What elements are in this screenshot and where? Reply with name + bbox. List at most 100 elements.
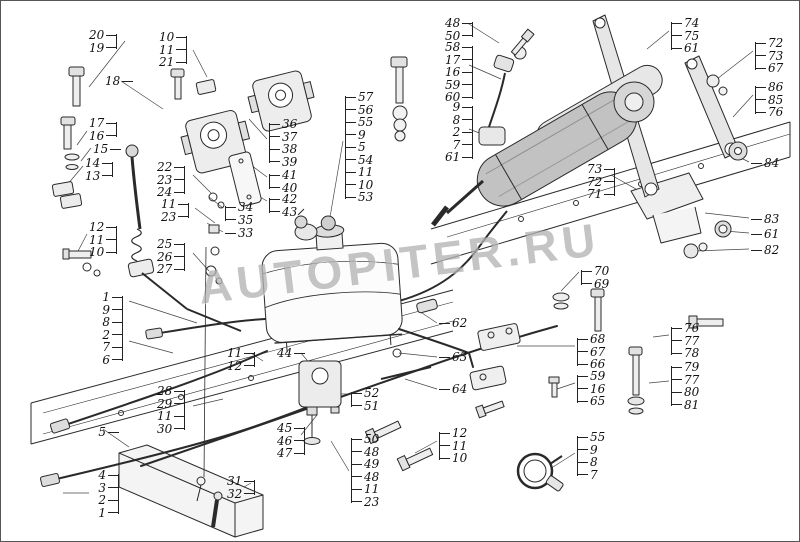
callout-row: 76: [755, 106, 783, 119]
callout-number: 56: [358, 102, 374, 117]
callout-tick: [294, 440, 306, 442]
callout-row: 3: [91, 481, 119, 495]
callout-tick: [439, 388, 450, 390]
callout-number: 28: [157, 384, 173, 398]
callout-tick: [577, 363, 588, 365]
callout-tick: [174, 243, 186, 245]
callout-tick: [755, 86, 766, 88]
callout-tick: [462, 96, 474, 98]
callout-row: 23: [161, 209, 190, 224]
callout-row: 10: [345, 178, 373, 192]
callout-row: 42: [269, 193, 297, 206]
callout-row: 10: [89, 246, 118, 259]
callout-row: 28: [157, 384, 186, 398]
callout-tick: [102, 162, 114, 164]
callout-row: 61: [671, 42, 699, 55]
callout-row: 12: [227, 359, 256, 373]
callout-tick: [351, 451, 362, 453]
callout-number: 9: [452, 100, 461, 114]
callout-tick: [462, 119, 474, 121]
bolts: [51, 56, 732, 528]
callout-row: 67: [577, 345, 605, 359]
callout-number: 20: [89, 28, 105, 42]
callout-number: 9: [358, 127, 366, 142]
callout-tick: [106, 226, 118, 228]
callout-tick: [462, 35, 474, 37]
callout-tick: [174, 256, 186, 258]
callout-number: 16: [590, 381, 606, 396]
callout-row: 76: [671, 322, 699, 335]
callout-row: 5: [345, 141, 373, 154]
callout-row: 7: [577, 468, 605, 482]
callout-tick: [751, 249, 762, 251]
callout-number: 14: [85, 156, 101, 170]
callout-tick: [112, 321, 123, 323]
callout-tick: [269, 161, 280, 163]
callout-tick: [345, 134, 356, 136]
callout-row: 9: [345, 127, 373, 142]
callout-number: 64: [452, 382, 468, 396]
callout-number: 61: [445, 150, 461, 164]
callout-row: 16: [89, 129, 118, 143]
callout-tick: [108, 512, 119, 514]
callout-number: 34: [238, 200, 254, 214]
callout-row: 8: [577, 456, 605, 469]
callout-number: 45: [277, 421, 293, 435]
callout-tick: [351, 488, 362, 490]
callout-number: 74: [684, 16, 700, 30]
callout-tick: [671, 366, 682, 368]
callout-number: 52: [364, 386, 380, 400]
callout-tick: [106, 239, 118, 241]
callout-tick: [294, 352, 306, 354]
callout-row: 72: [755, 37, 783, 50]
callout-number: 8: [102, 315, 110, 329]
callout-tick: [351, 438, 362, 440]
callout-tick: [581, 283, 592, 285]
callout-row: 80: [671, 386, 699, 399]
callout-row: 23: [351, 495, 379, 509]
callout-tick: [174, 403, 186, 405]
callout-number: 43: [282, 204, 298, 219]
callout-tick: [174, 179, 186, 181]
callout-row: 34: [225, 201, 253, 214]
callout-tick: [439, 356, 450, 358]
callout-number: 24: [157, 185, 173, 199]
callout-number: 17: [89, 116, 105, 130]
callout-tick: [122, 80, 134, 82]
callout-number: 50: [364, 432, 380, 446]
callout-tick: [755, 99, 766, 101]
callout-number: 23: [157, 172, 173, 187]
callout-row: 11: [157, 410, 186, 423]
callout-group: 15: [93, 143, 122, 156]
callout-number: 23: [161, 209, 177, 224]
callout-tick: [244, 493, 256, 495]
callout-row: 14: [85, 156, 114, 170]
callout-row: 43: [269, 204, 298, 219]
callout-tick: [225, 206, 236, 208]
callout-number: 55: [590, 430, 606, 444]
callout-row: 5: [91, 426, 119, 439]
callout-number: 50: [445, 28, 461, 43]
callout-number: 44: [277, 346, 293, 360]
callout-tick: [244, 480, 256, 482]
callout-number: 46: [277, 433, 293, 448]
callout-tick: [462, 22, 474, 24]
callout-row: 52: [351, 387, 379, 400]
callout-tick: [671, 327, 682, 329]
callout-row: 9: [577, 443, 605, 457]
callout-row: 44: [277, 346, 306, 360]
callout-number: 62: [452, 316, 468, 330]
callout-row: 77: [671, 373, 699, 387]
callout-tick: [176, 61, 188, 63]
callout-tick: [178, 203, 190, 205]
callout-number: 10: [452, 451, 468, 465]
callout-tick: [604, 168, 616, 170]
callout-row: 25: [157, 238, 186, 251]
callout-number: 53: [358, 190, 374, 204]
